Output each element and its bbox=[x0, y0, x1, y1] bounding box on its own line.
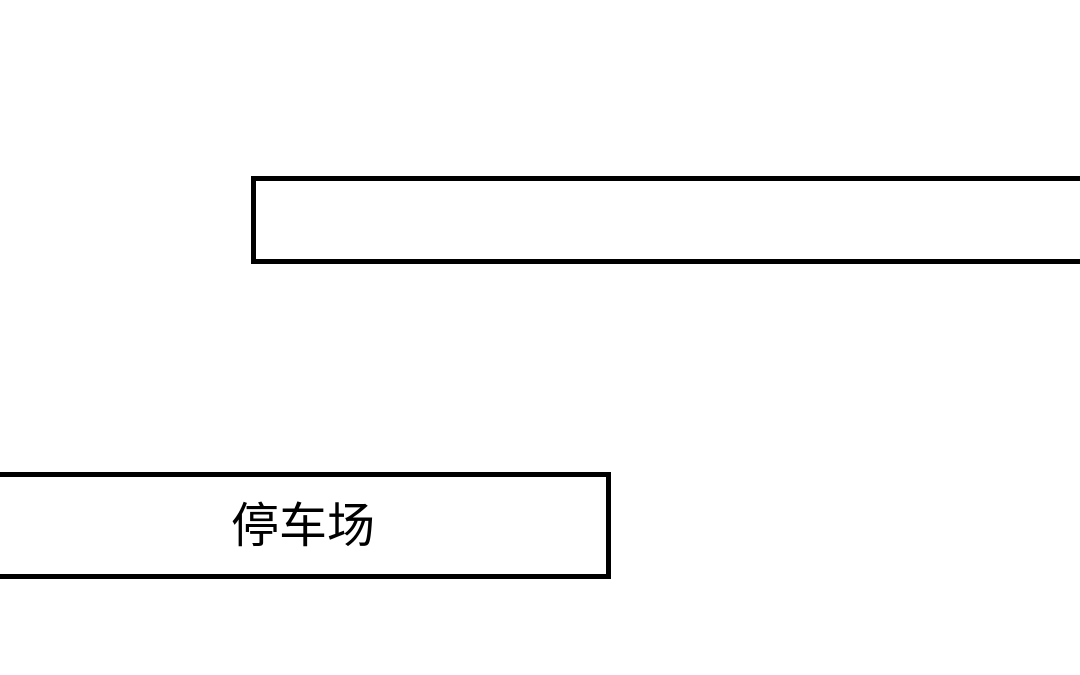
top-area-box bbox=[251, 176, 1080, 264]
parking-lot-label: 停车场 bbox=[230, 497, 375, 554]
parking-lot-box: 停车场 bbox=[0, 472, 611, 579]
